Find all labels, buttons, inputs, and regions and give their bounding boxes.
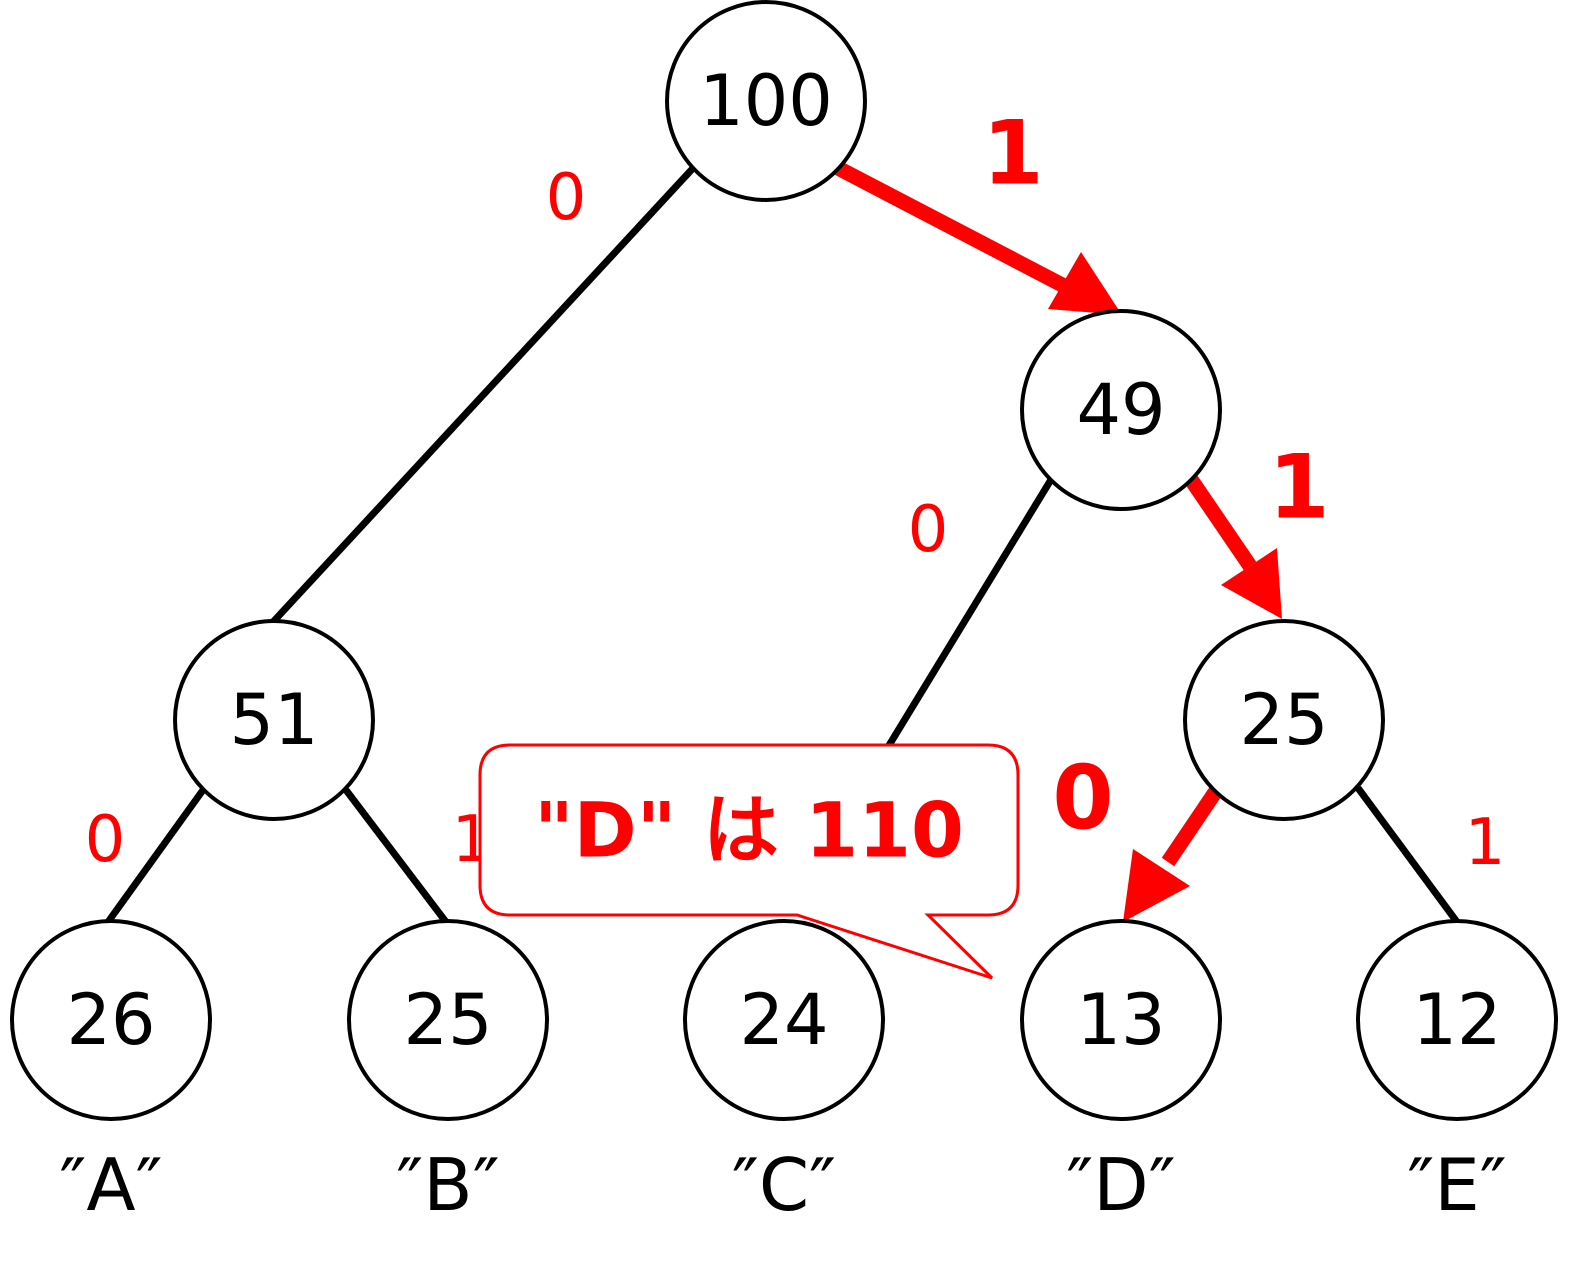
- node-25-internal: 25: [1183, 619, 1385, 821]
- leaf-d: 13: [1020, 919, 1222, 1121]
- callout-bubble: [478, 743, 1020, 980]
- arrow-head-n25-left: [1123, 849, 1190, 922]
- leaf-e: 12: [1356, 919, 1558, 1121]
- leaf-c: 24: [683, 919, 885, 1121]
- node-51: 51: [173, 619, 375, 821]
- bit-n49-right: 1: [1268, 436, 1329, 539]
- edge-n25-left: [1161, 783, 1225, 867]
- leaf-b: 25: [347, 919, 549, 1121]
- edge-n49-left: [885, 476, 1055, 749]
- leaf-a-circle: [10, 919, 212, 1121]
- edge-root-left: [270, 163, 698, 625]
- bit-root-right: 1: [982, 102, 1043, 205]
- leaf-c-value: 24: [739, 979, 828, 1061]
- leaf-e-circle: [1356, 919, 1558, 1121]
- leaf-b-value: 25: [403, 979, 492, 1061]
- leaf-a-label: ″A″: [59, 1143, 162, 1227]
- bit-root-left: 0: [546, 161, 587, 235]
- leaf-e-label: ″E″: [1407, 1143, 1506, 1227]
- leaf-d-value: 13: [1076, 979, 1165, 1061]
- leaf-a: 26: [10, 919, 212, 1121]
- leaf-d-label: ″D″: [1066, 1143, 1175, 1227]
- callout-text: "D" は 110: [534, 786, 964, 875]
- leaf-b-label: ″B″: [396, 1143, 499, 1227]
- leaf-a-value: 26: [66, 979, 155, 1061]
- leaf-b-circle: [347, 919, 549, 1121]
- edge-n51-left: [105, 787, 206, 925]
- leaf-c-label: ″C″: [732, 1143, 836, 1227]
- node-root-circle: [665, 0, 867, 202]
- node-49: 49: [1020, 309, 1222, 511]
- leaf-d-circle: [1020, 919, 1222, 1121]
- node-root-value: 100: [699, 60, 833, 142]
- edge-n25-right: [1355, 785, 1460, 925]
- bit-n25-right: 1: [1465, 806, 1506, 880]
- node-49-value: 49: [1076, 369, 1165, 451]
- bit-n49-left: 0: [908, 493, 949, 567]
- edge-n49-right: [1183, 473, 1257, 571]
- leaf-c-circle: [683, 919, 885, 1121]
- leaf-e-value: 12: [1412, 979, 1501, 1061]
- bit-n51-left: 0: [85, 803, 126, 877]
- node-51-value: 51: [229, 679, 318, 761]
- node-root: 100: [665, 0, 867, 202]
- node-25-internal-value: 25: [1239, 679, 1328, 761]
- node-25-internal-circle: [1183, 619, 1385, 821]
- edge-root-right: [834, 161, 1072, 295]
- node-49-circle: [1020, 309, 1222, 511]
- bit-n25-left: 0: [1052, 747, 1113, 850]
- arrow-head-n49-right: [1221, 548, 1282, 619]
- edge-n51-right: [343, 787, 449, 925]
- node-51-circle: [173, 619, 375, 821]
- arrow-head-root-right: [1048, 252, 1122, 315]
